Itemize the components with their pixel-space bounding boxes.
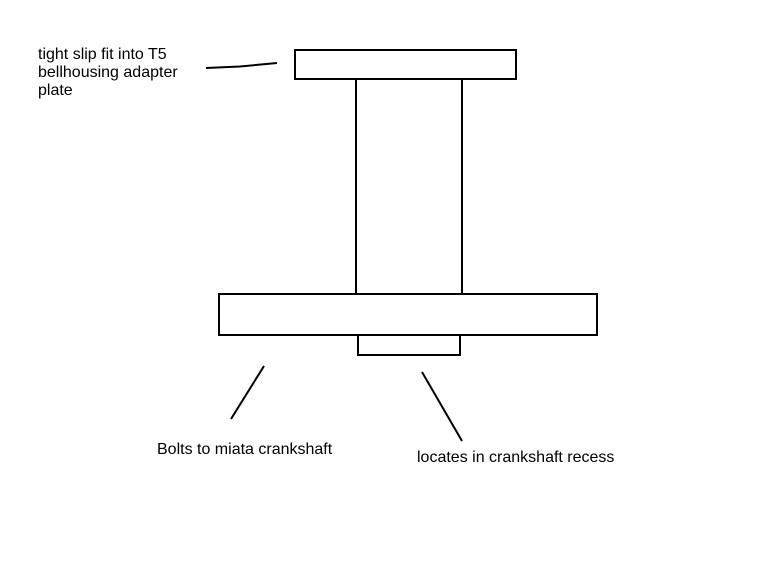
leader-line-bottom-left	[230, 365, 265, 420]
label-bellhousing-fit: tight slip fit into T5 bellhousing adapt…	[38, 46, 178, 99]
adapter-plate-flange-shape	[294, 49, 517, 80]
leader-line-top	[205, 62, 278, 69]
crankshaft-flange-shape	[218, 293, 598, 336]
label-bolts-to-crankshaft: Bolts to miata crankshaft	[157, 441, 333, 458]
pilot-boss-shape	[357, 336, 461, 356]
shaft-body-shape	[355, 80, 463, 293]
label-crankshaft-recess: locates in crankshaft recess	[417, 449, 615, 466]
leader-line-bottom-right	[421, 371, 463, 442]
